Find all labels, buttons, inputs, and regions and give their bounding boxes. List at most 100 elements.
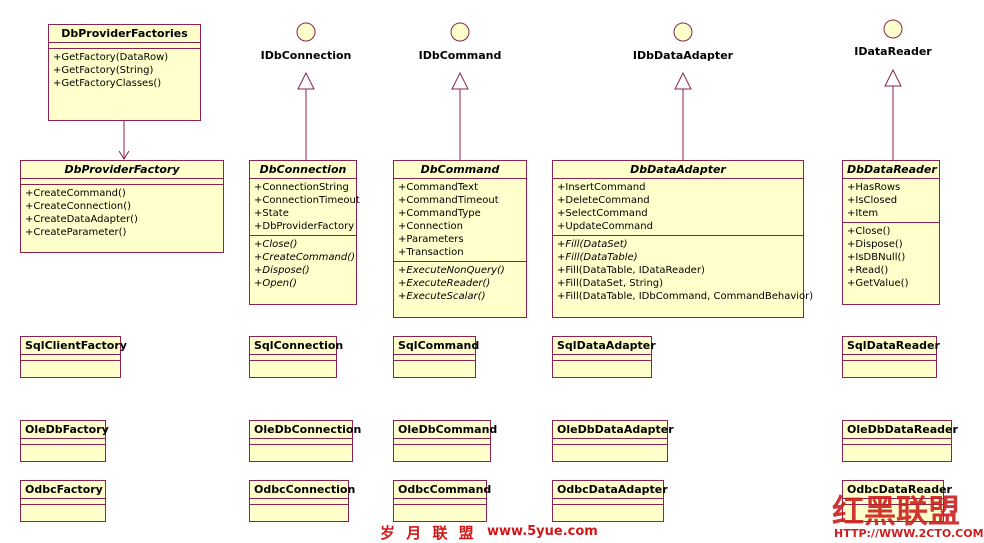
- attribute: +DeleteCommand: [557, 195, 650, 206]
- class-sql-data-reader[interactable]: SqlDataReader: [842, 336, 940, 378]
- attribute: +HasRows: [847, 182, 901, 193]
- realization-triangle-reader: [884, 68, 902, 87]
- attributes-section: [553, 438, 667, 444]
- class-db-provider-factories[interactable]: DbProviderFactories +GetFactory(DataRow)…: [48, 24, 201, 121]
- class-odbc-factory[interactable]: OdbcFactory: [20, 480, 106, 522]
- method: +ExecuteNonQuery(): [398, 265, 505, 276]
- attributes-section: [843, 438, 951, 444]
- method: +CreateCommand(): [25, 188, 126, 199]
- method: +ExecuteReader(): [398, 278, 491, 289]
- class-name: SqlDataAdapter: [557, 339, 656, 352]
- attributes-section: [553, 498, 663, 504]
- class-odbc-data-reader[interactable]: OdbcDataReader: [842, 480, 952, 522]
- methods-section: [394, 504, 486, 510]
- methods-section: [394, 360, 475, 366]
- method: +Close(): [254, 239, 298, 250]
- class-oledb-connection[interactable]: OleDbConnection: [249, 420, 361, 462]
- class-odbc-connection[interactable]: OdbcConnection: [249, 480, 355, 522]
- methods-section: [553, 504, 663, 510]
- method: +ExecuteScalar(): [398, 291, 486, 302]
- class-oledb-command[interactable]: OleDbCommand: [393, 420, 498, 462]
- methods-section: [843, 504, 943, 510]
- method: +Fill(DataTable, IDataReader): [557, 265, 705, 276]
- attributes-section: [394, 498, 486, 504]
- watermark-2cto-url: HTTP://WWW.2CTO.COM: [834, 527, 984, 540]
- class-sql-data-adapter[interactable]: SqlDataAdapter: [552, 336, 656, 378]
- attribute: +Parameters: [398, 234, 464, 245]
- attribute: +CommandType: [398, 208, 481, 219]
- class-oledb-factory[interactable]: OleDbFactory: [20, 420, 109, 462]
- attribute: +Connection: [398, 221, 463, 232]
- realization-triangle-command: [451, 71, 469, 90]
- method: +Fill(DataSet): [557, 239, 628, 250]
- class-name: DbProviderFactories: [61, 27, 188, 40]
- class-name: OdbcFactory: [25, 483, 103, 496]
- interface-circle-adapter: [673, 22, 693, 42]
- class-oledb-data-adapter[interactable]: OleDbDataAdapter: [552, 420, 674, 462]
- interface-circle-connection: [296, 22, 316, 42]
- attribute: +ConnectionString: [254, 182, 349, 193]
- class-name: OleDbDataAdapter: [557, 423, 674, 436]
- class-name: DbConnection: [259, 163, 347, 176]
- class-db-connection[interactable]: DbConnection +ConnectionString +Connecti…: [249, 160, 360, 305]
- class-oledb-data-reader[interactable]: OleDbDataReader: [842, 420, 958, 462]
- class-name: OleDbCommand: [398, 423, 498, 436]
- method: +GetFactory(String): [53, 65, 154, 76]
- attributes-section: +InsertCommand +DeleteCommand +SelectCom…: [553, 178, 803, 235]
- method: +Read(): [847, 265, 889, 276]
- class-odbc-data-adapter[interactable]: OdbcDataAdapter: [552, 480, 668, 522]
- method: +CreateConnection(): [25, 201, 131, 212]
- method: +Fill(DataTable): [557, 252, 638, 263]
- watermark-2cto-logo: 红黑联盟: [832, 492, 961, 530]
- attributes-section: [394, 354, 475, 360]
- class-name: OdbcCommand: [398, 483, 492, 496]
- attributes-section: +CommandText +CommandTimeout +CommandTyp…: [394, 178, 526, 261]
- realization-triangle-adapter: [674, 71, 692, 90]
- class-db-data-reader[interactable]: DbDataReader +HasRows +IsClosed +Item +C…: [842, 160, 940, 305]
- class-name: OdbcDataAdapter: [557, 483, 668, 496]
- method: +CreateCommand(): [254, 252, 356, 263]
- watermark-5yue-chinese: 岁 月 联 盟: [380, 524, 477, 542]
- methods-section: [250, 444, 352, 450]
- class-odbc-command[interactable]: OdbcCommand: [393, 480, 492, 522]
- methods-section: [21, 360, 120, 366]
- methods-section: [843, 360, 936, 366]
- methods-section: [21, 504, 105, 510]
- interface-label-reader: IDataReader: [854, 45, 932, 58]
- class-name: SqlCommand: [398, 339, 480, 352]
- attributes-section: +ConnectionString +ConnectionTimeout +St…: [250, 178, 360, 235]
- class-sql-client-factory[interactable]: SqlClientFactory: [20, 336, 127, 378]
- class-db-provider-factory[interactable]: DbProviderFactory +CreateCommand() +Crea…: [20, 160, 224, 253]
- attributes-section: [394, 438, 490, 444]
- interface-circle-reader: [883, 19, 903, 39]
- class-db-command[interactable]: DbCommand +CommandText +CommandTimeout +…: [393, 160, 527, 318]
- class-name: OdbcDataReader: [847, 483, 952, 496]
- class-name: DbCommand: [420, 163, 500, 176]
- class-sql-command[interactable]: SqlCommand: [393, 336, 480, 378]
- method: +GetFactory(DataRow): [53, 52, 169, 63]
- class-name: DbDataReader: [847, 163, 937, 176]
- attributes-section: [21, 438, 105, 444]
- interface-label-connection: IDbConnection: [260, 49, 352, 62]
- class-db-data-adapter[interactable]: DbDataAdapter +InsertCommand +DeleteComm…: [552, 160, 813, 318]
- methods-section: [250, 360, 336, 366]
- attributes-section: [21, 178, 223, 184]
- class-name: SqlConnection: [254, 339, 344, 352]
- method: +CreateParameter(): [25, 227, 127, 238]
- attribute: +UpdateCommand: [557, 221, 653, 232]
- method: +Open(): [254, 278, 297, 289]
- attributes-section: [843, 354, 936, 360]
- method: +Dispose(): [254, 265, 310, 276]
- class-name: SqlClientFactory: [25, 339, 127, 352]
- interface-label-command: IDbCommand: [418, 49, 502, 62]
- interface-circle-command: [450, 22, 470, 42]
- attribute: +SelectCommand: [557, 208, 648, 219]
- attribute: +Transaction: [398, 247, 464, 258]
- realization-triangle-connection: [297, 71, 315, 90]
- class-name: OleDbDataReader: [847, 423, 958, 436]
- method: +CreateDataAdapter(): [25, 214, 138, 225]
- attribute: +ConnectionTimeout: [254, 195, 360, 206]
- methods-section: [843, 444, 951, 450]
- class-sql-connection[interactable]: SqlConnection: [249, 336, 344, 378]
